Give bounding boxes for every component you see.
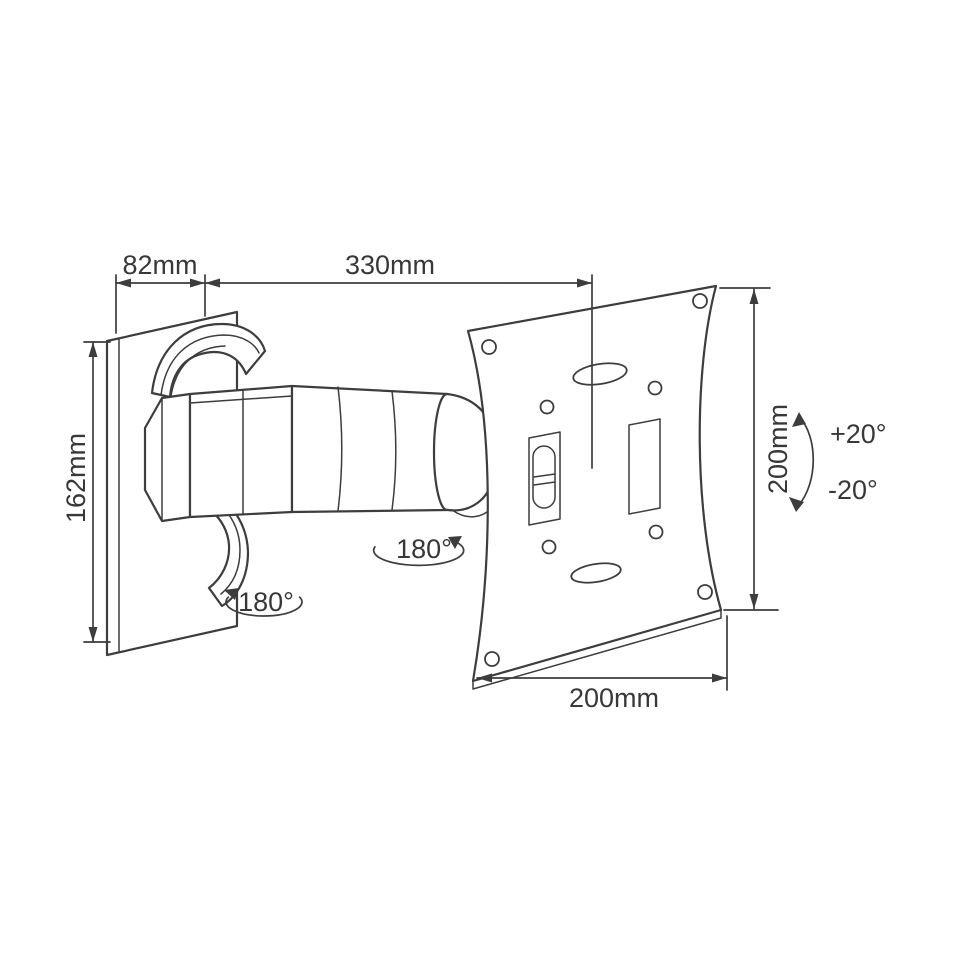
knuckle-stripe-1 xyxy=(160,334,260,396)
wall-plate-height-label: 162mm xyxy=(61,433,91,523)
tilt-arrow-up-icon xyxy=(792,412,806,427)
wall-plate-depth-label: 82mm xyxy=(122,250,197,280)
vesa-plate-thickness xyxy=(472,609,722,690)
vesa-slot-left xyxy=(528,431,561,526)
swivel-wall-label: 180° xyxy=(238,587,294,617)
dimension-top: 82mm 330mm xyxy=(115,250,593,469)
mounting-hole xyxy=(647,380,663,396)
dim-arrow-icon xyxy=(88,627,98,642)
dim-arrow-icon xyxy=(190,278,205,288)
tilt-angle-indicator: +20° -20° xyxy=(789,412,887,512)
arm-cylinder-body xyxy=(290,384,449,514)
dimension-left: 162mm xyxy=(61,341,111,643)
dim-arrow-icon xyxy=(712,673,727,683)
bubble-level-line xyxy=(533,481,556,486)
mounting-hole xyxy=(539,399,555,415)
tilt-arrow-down-icon xyxy=(789,497,804,512)
vesa-slot-right xyxy=(628,418,661,515)
dim-arrow-icon xyxy=(749,594,759,609)
vesa-height-label: 200mm xyxy=(763,404,793,494)
mounting-hole xyxy=(481,339,497,355)
dim-arrow-icon xyxy=(749,289,759,304)
vesa-width-label: 200mm xyxy=(569,683,659,713)
oval-slot-top xyxy=(572,362,628,386)
mounting-hole xyxy=(648,524,664,540)
dim-arrow-icon xyxy=(116,278,131,288)
swivel-wall-arc xyxy=(225,596,303,617)
arm-tilt-knuckle xyxy=(150,322,267,399)
swivel-angle-front: 180° xyxy=(372,534,465,567)
dim-arrow-icon xyxy=(477,673,492,683)
dimension-right: 200mm xyxy=(719,287,793,611)
oval-slot-bottom xyxy=(570,562,622,584)
bubble-level-line xyxy=(533,473,556,478)
arm-cylinder-seam-2 xyxy=(391,390,397,511)
mounting-hole xyxy=(697,584,713,600)
dimension-bottom: 200mm xyxy=(476,615,728,713)
knuckle-stripe-2 xyxy=(170,345,226,397)
bubble-level xyxy=(532,445,556,509)
mounting-hole xyxy=(541,539,557,555)
articulating-arm xyxy=(143,384,499,523)
mounting-hole xyxy=(484,651,500,667)
tilt-arc xyxy=(797,417,814,507)
vesa-plate xyxy=(466,284,723,690)
swivel-front-arrowhead-icon xyxy=(448,536,462,549)
tilt-down-label: -20° xyxy=(828,475,878,505)
arm-reach-label: 330mm xyxy=(345,250,435,280)
swivel-front-arc xyxy=(372,541,465,567)
swivel-angle-wall: 180° xyxy=(224,587,303,617)
dim-arrow-icon xyxy=(577,278,592,288)
arm-taper-segment xyxy=(188,384,294,519)
swivel-wall-arrowhead-icon xyxy=(224,588,239,600)
dim-arrow-icon xyxy=(88,342,98,357)
swivel-front-label: 180° xyxy=(396,534,452,564)
dim-arrow-icon xyxy=(205,278,220,288)
arm-taper-chamfer xyxy=(189,395,293,404)
mounting-hole xyxy=(692,293,708,309)
vesa-plate-outline xyxy=(466,284,723,683)
tilt-up-label: +20° xyxy=(830,419,887,449)
arm-cylinder-seam-1 xyxy=(337,386,343,512)
